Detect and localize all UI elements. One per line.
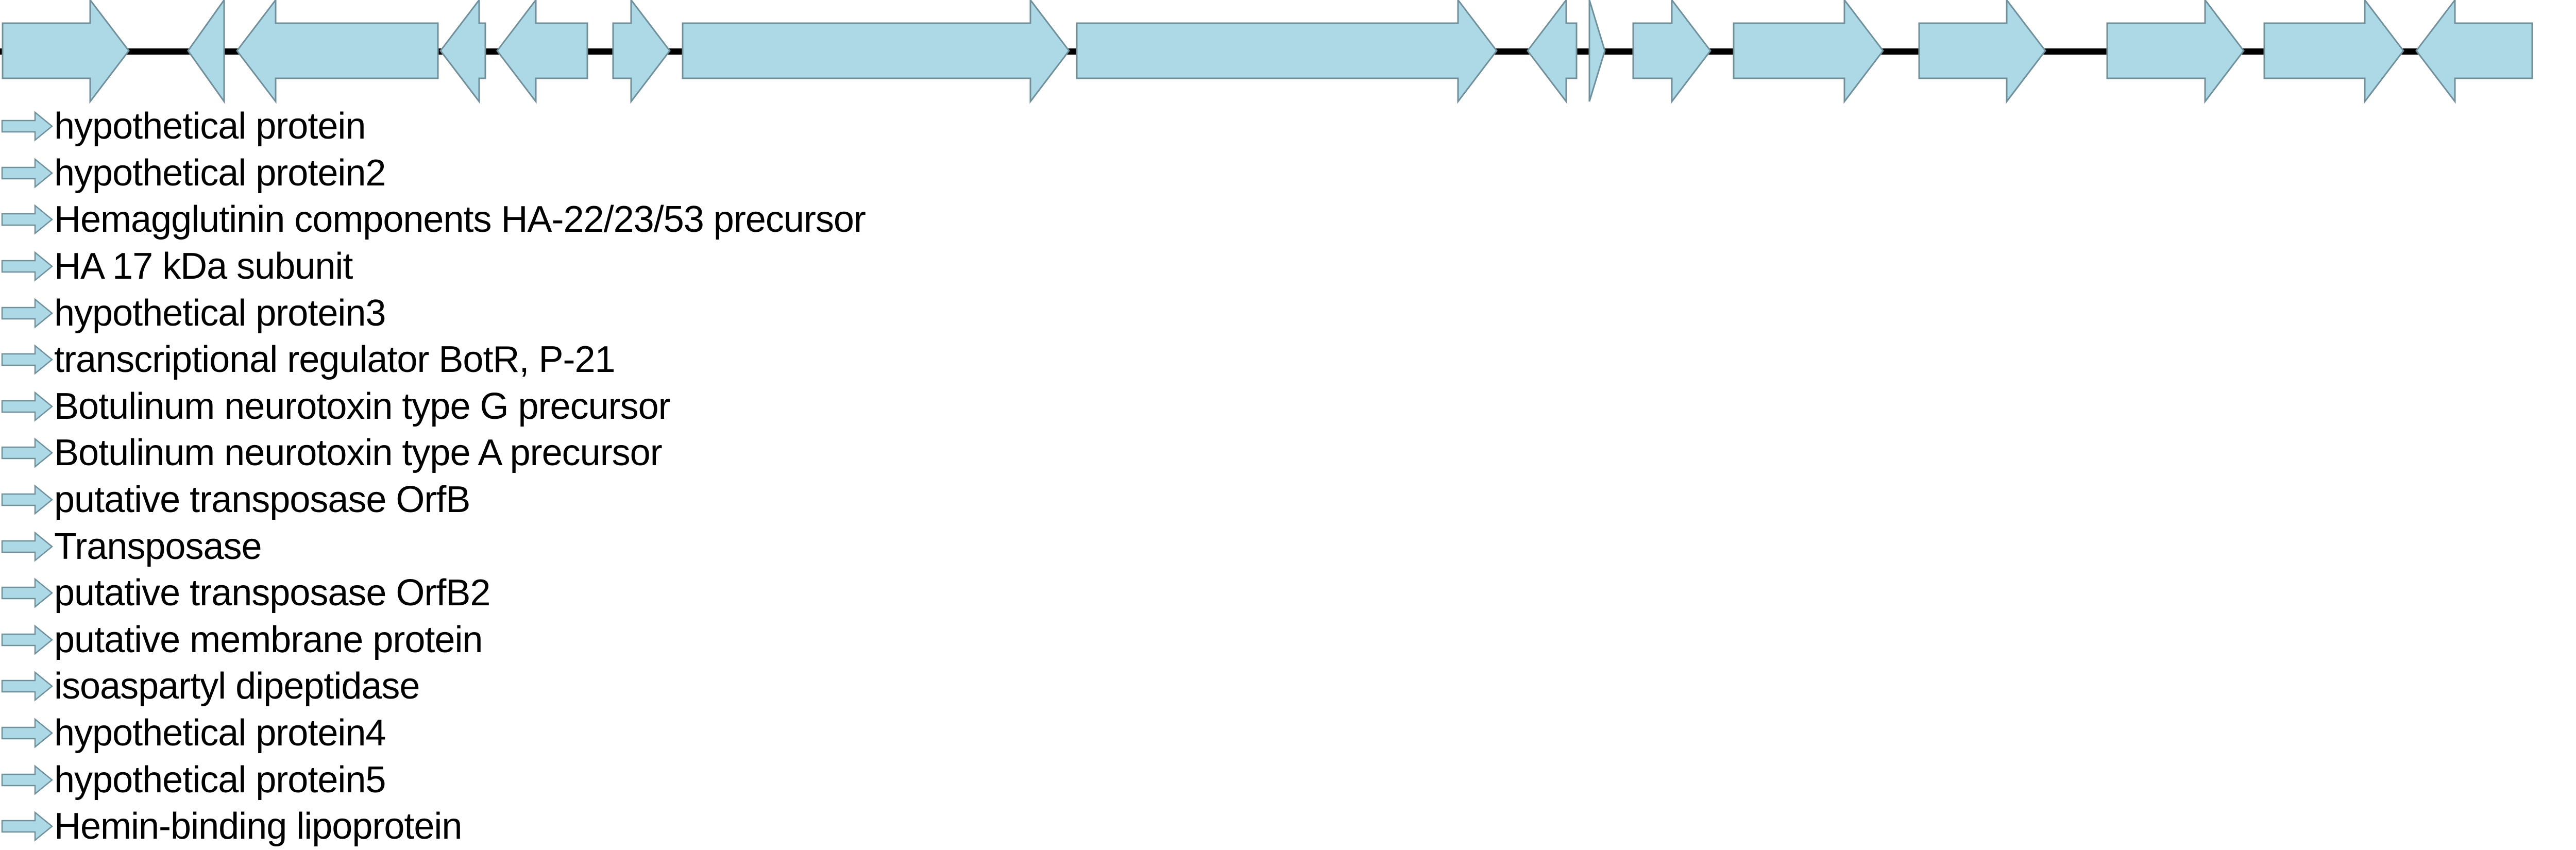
legend-label: hypothetical protein (54, 106, 366, 147)
legend-arrow-icon (1, 531, 53, 562)
legend-label: putative transposase OrfB2 (54, 572, 490, 614)
legend-arrow-icon (1, 811, 53, 842)
gene-arrow-10 (1588, 0, 1606, 102)
gene-arrow-15 (2263, 0, 2404, 104)
legend-item: Transposase (0, 523, 1546, 570)
legend-item: Botulinum neurotoxin type A precursor (0, 430, 1546, 477)
legend-arrow-icon (1, 251, 53, 282)
legend-item: Hemin-binding lipoprotein (0, 803, 1546, 850)
gene-arrow-8 (1076, 0, 1498, 104)
gene-arrow-5 (496, 0, 588, 104)
gene-arrow-7 (682, 0, 1070, 104)
gene-arrow-16 (2415, 0, 2533, 104)
legend-arrow-icon (1, 111, 53, 142)
legend-arrow-icon (1, 391, 53, 422)
legend-label: isoaspartyl dipeptidase (54, 666, 420, 707)
legend-label: hypothetical protein4 (54, 712, 386, 754)
legend-arrow-icon (1, 484, 53, 515)
legend-label: Hemagglutinin components HA-22/23/53 pre… (54, 199, 866, 241)
legend-item: isoaspartyl dipeptidase (0, 663, 1546, 710)
gene-arrow-3 (236, 0, 439, 104)
gene-arrow-1 (2, 0, 130, 104)
legend-label: Botulinum neurotoxin type G precursor (54, 385, 671, 427)
legend-arrow-icon (1, 624, 53, 655)
legend-arrow-icon (1, 344, 53, 375)
legend-label: Botulinum neurotoxin type A precursor (54, 432, 663, 474)
legend-item: hypothetical protein2 (0, 150, 1546, 197)
legend-arrow-icon (1, 764, 53, 795)
gene-arrows (2, 0, 2533, 104)
legend-label: Transposase (54, 525, 262, 567)
legend-arrow-icon (1, 437, 53, 469)
gene-arrow-9 (1527, 0, 1578, 104)
legend-label: HA 17 kDa subunit (54, 246, 353, 287)
legend-item: putative transposase OrfB (0, 477, 1546, 523)
legend-label: hypothetical protein2 (54, 152, 386, 194)
legend-arrow-icon (1, 158, 53, 189)
gene-legend: hypothetical protein hypothetical protein… (0, 103, 1546, 850)
legend-item: Hemagglutinin components HA-22/23/53 pre… (0, 196, 1546, 243)
legend-item: transcriptional regulator BotR, P-21 (0, 336, 1546, 383)
gene-track (0, 0, 2533, 104)
gene-arrow-12 (1733, 0, 1884, 104)
gene-arrow-14 (2106, 0, 2245, 104)
legend-label: Hemin-binding lipoprotein (54, 806, 462, 847)
gene-arrow-2 (187, 0, 225, 104)
legend-item: HA 17 kDa subunit (0, 243, 1546, 290)
legend-item: hypothetical protein5 (0, 756, 1546, 803)
legend-item: hypothetical protein3 (0, 290, 1546, 336)
legend-item: Botulinum neurotoxin type G precursor (0, 383, 1546, 430)
legend-item: putative transposase OrfB2 (0, 570, 1546, 617)
gene-arrow-4 (439, 0, 486, 104)
legend-arrow-icon (1, 577, 53, 608)
legend-arrow-icon (1, 718, 53, 749)
legend-item: putative membrane protein (0, 617, 1546, 664)
legend-item: hypothetical protein4 (0, 710, 1546, 757)
gene-arrow-13 (1918, 0, 2046, 104)
legend-item: hypothetical protein (0, 103, 1546, 150)
legend-label: putative transposase OrfB (54, 479, 470, 521)
legend-label: putative membrane protein (54, 619, 483, 660)
gene-arrow-6 (612, 0, 671, 104)
legend-arrow-icon (1, 298, 53, 329)
legend-label: hypothetical protein5 (54, 759, 386, 801)
legend-arrow-icon (1, 671, 53, 702)
legend-arrow-icon (1, 204, 53, 235)
gene-arrow-11 (1632, 0, 1711, 104)
legend-label: transcriptional regulator BotR, P-21 (54, 339, 616, 381)
legend-label: hypothetical protein3 (54, 292, 386, 334)
